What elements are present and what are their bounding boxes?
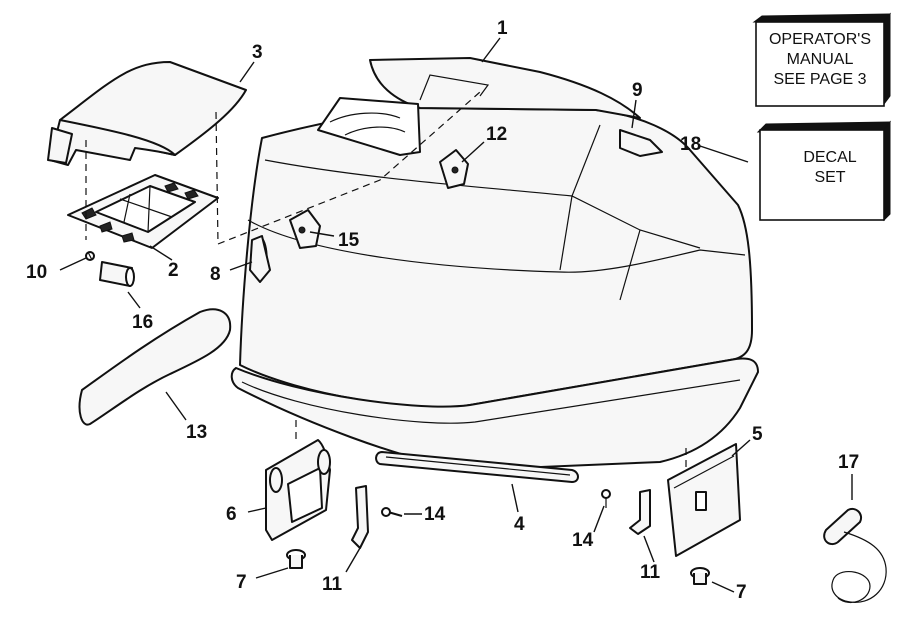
callout-7-right: 7 xyxy=(736,582,747,603)
patch-part-8 xyxy=(249,235,271,283)
callout-7-left: 7 xyxy=(236,572,247,593)
callout-10: 10 xyxy=(26,262,47,283)
operators-manual-line-2: MANUAL xyxy=(787,51,854,68)
callout-5: 5 xyxy=(752,424,763,445)
callout-numbers: 1 3 9 18 12 15 8 10 2 16 13 6 7 11 14 4 … xyxy=(26,18,859,603)
grille-frame-part-2 xyxy=(67,174,219,249)
callout-17: 17 xyxy=(838,452,859,473)
callout-13: 13 xyxy=(186,422,207,443)
grommet-part-16 xyxy=(99,261,135,287)
clip-part-12 xyxy=(439,149,469,189)
decal-set-line-1: DECAL xyxy=(803,149,856,166)
intake-cover-part-3 xyxy=(47,61,247,166)
seal-bar-part-4 xyxy=(375,451,579,483)
callout-14-right: 14 xyxy=(572,530,594,551)
callout-3: 3 xyxy=(252,42,263,63)
clip-part-11-right xyxy=(629,489,651,535)
callout-18: 18 xyxy=(680,134,701,155)
screw-part-10 xyxy=(85,251,95,261)
cable-part-17 xyxy=(823,508,887,603)
bracket-part-6 xyxy=(265,439,331,541)
clip-part-15 xyxy=(289,209,321,249)
operators-manual-box: OPERATOR'S MANUAL SEE PAGE 3 xyxy=(752,12,892,107)
grommet-part-7-left xyxy=(286,549,306,569)
callout-4: 4 xyxy=(514,514,525,535)
callout-6: 6 xyxy=(226,504,237,525)
callout-11-left: 11 xyxy=(322,574,343,595)
engine-cover-part-1 xyxy=(230,57,759,471)
screw-part-14-right xyxy=(601,489,611,508)
patch-part-9 xyxy=(619,129,663,157)
callout-15: 15 xyxy=(338,230,360,251)
clip-part-11-left xyxy=(351,485,369,549)
seal-strip-part-13 xyxy=(78,308,232,426)
callout-1: 1 xyxy=(497,18,508,39)
callout-8: 8 xyxy=(210,264,221,285)
decal-set-line-2: SET xyxy=(814,169,845,186)
side-plate-part-5 xyxy=(667,443,741,557)
callout-14-left: 14 xyxy=(424,504,446,525)
grommet-part-7-right xyxy=(690,567,710,585)
callout-12: 12 xyxy=(486,124,507,145)
decal-set-box: DECAL SET xyxy=(756,120,892,222)
alignment-line-plate-cover xyxy=(217,91,481,245)
operators-manual-line-1: OPERATOR'S xyxy=(769,31,871,48)
screw-part-14-left xyxy=(381,507,403,517)
callout-16: 16 xyxy=(132,312,153,333)
callout-2: 2 xyxy=(168,260,179,281)
callout-9: 9 xyxy=(632,80,643,101)
callout-11-right: 11 xyxy=(640,562,661,583)
leader-lines xyxy=(59,37,853,593)
alignment-line-plate xyxy=(215,111,219,245)
operators-manual-line-3: SEE PAGE 3 xyxy=(773,71,866,88)
